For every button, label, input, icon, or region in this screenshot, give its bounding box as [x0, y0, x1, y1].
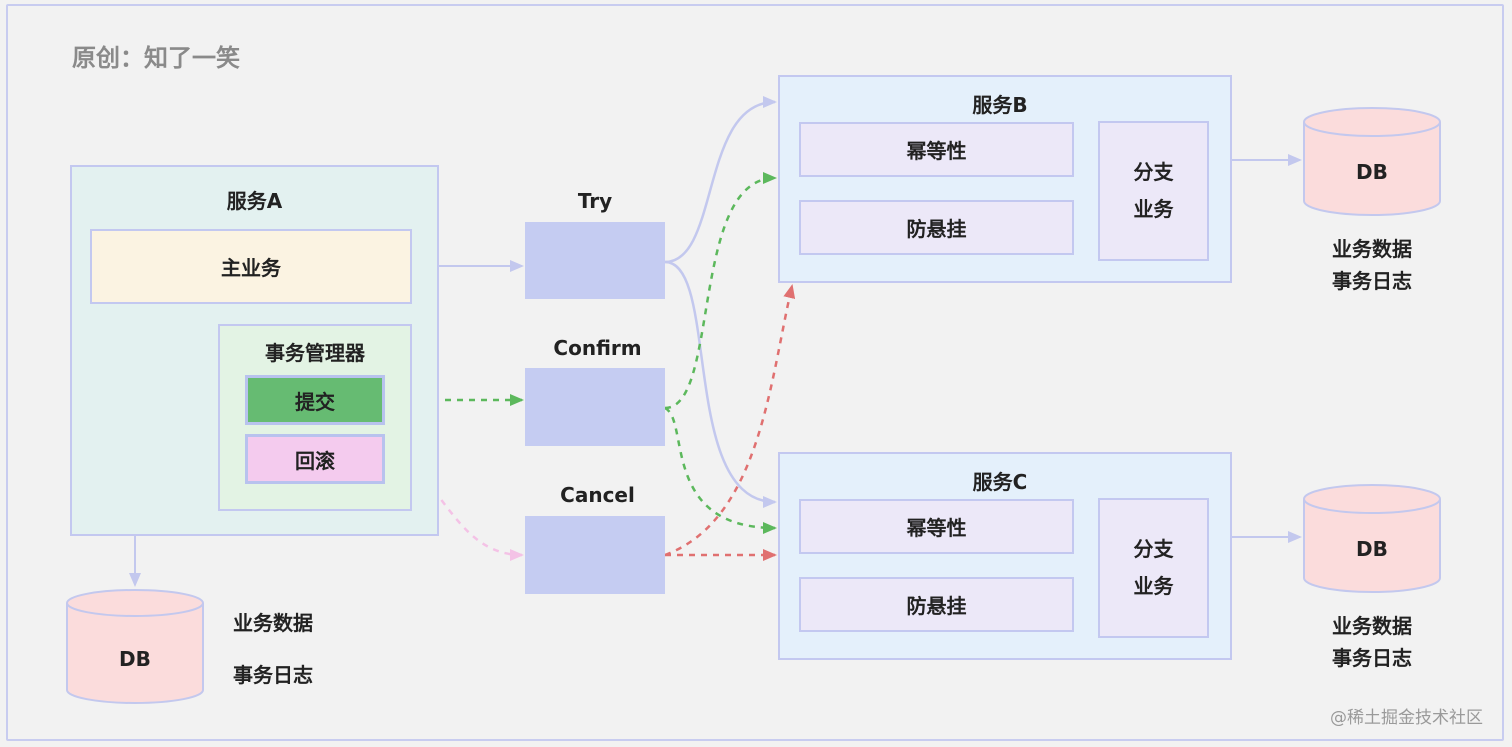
phase-try-label: Try: [577, 189, 613, 213]
service-c-anti-hanging-box: 防悬挂: [799, 577, 1074, 632]
service-b-idempotent-label: 幂等性: [906, 139, 967, 163]
line-rollback-to-cancel: [384, 458, 524, 561]
db-c-cylinder: [1303, 484, 1441, 593]
commit-box: 提交: [245, 375, 385, 425]
service-c-idempotent-box: 幂等性: [799, 499, 1074, 554]
phase-cancel-label: Cancel: [560, 483, 635, 507]
db-a-note-tx-log: 事务日志: [233, 663, 313, 687]
phase-confirm-label: Confirm: [553, 336, 642, 360]
phase-cancel-box: [525, 516, 665, 594]
db-b-note-business-data: 业务数据: [1332, 237, 1412, 261]
phase-confirm-box: [525, 368, 665, 446]
db-c-note-business-data: 业务数据: [1332, 614, 1412, 638]
service-a-title: 服务A: [226, 189, 283, 213]
main-business-label: 主业务: [221, 256, 281, 280]
db-c-label: DB: [1356, 537, 1388, 561]
service-c-anti-hanging-label: 防悬挂: [906, 594, 967, 618]
service-b-title: 服务B: [972, 93, 1028, 117]
service-b-branch-box: [1098, 121, 1209, 261]
service-c-branch-line2: 业务: [1133, 574, 1174, 598]
db-a-label: DB: [119, 647, 151, 671]
db-c-note-tx-log: 事务日志: [1332, 646, 1412, 670]
phase-try-box: [525, 222, 665, 299]
service-b-branch-line1: 分支: [1133, 160, 1174, 184]
line-confirm-to-c: [664, 406, 777, 534]
rollback-label: 回滚: [295, 448, 335, 473]
db-b-label: DB: [1356, 160, 1388, 184]
line-confirm-to-b: [664, 172, 777, 410]
service-b-anti-hanging-label: 防悬挂: [906, 217, 967, 241]
main-business-box: 主业务: [90, 229, 412, 304]
db-b-cylinder: [1303, 107, 1441, 216]
db-a-cylinder: [66, 589, 204, 704]
service-c-branch-box: [1098, 498, 1209, 638]
db-b-note-tx-log: 事务日志: [1332, 269, 1412, 293]
rollback-box: 回滚: [245, 434, 385, 484]
line-cancel-to-b: [664, 284, 796, 557]
service-c-branch-line1: 分支: [1133, 537, 1174, 561]
db-a-note-business-data: 业务数据: [233, 611, 313, 635]
tx-manager-title: 事务管理器: [265, 341, 365, 365]
service-b-idempotent-box: 幂等性: [799, 122, 1074, 177]
line-try-to-c: [664, 260, 777, 508]
service-c-idempotent-label: 幂等性: [906, 516, 967, 540]
watermark: @稀土掘金技术社区: [1330, 708, 1483, 728]
service-b-branch-line2: 业务: [1133, 197, 1174, 221]
service-b-anti-hanging-box: 防悬挂: [799, 200, 1074, 255]
service-c-title: 服务C: [972, 470, 1028, 494]
line-try-to-b: [664, 96, 777, 264]
page-title: 原创：知了一笑: [72, 44, 240, 72]
outer-frame: [6, 4, 1504, 741]
commit-label: 提交: [295, 389, 335, 414]
